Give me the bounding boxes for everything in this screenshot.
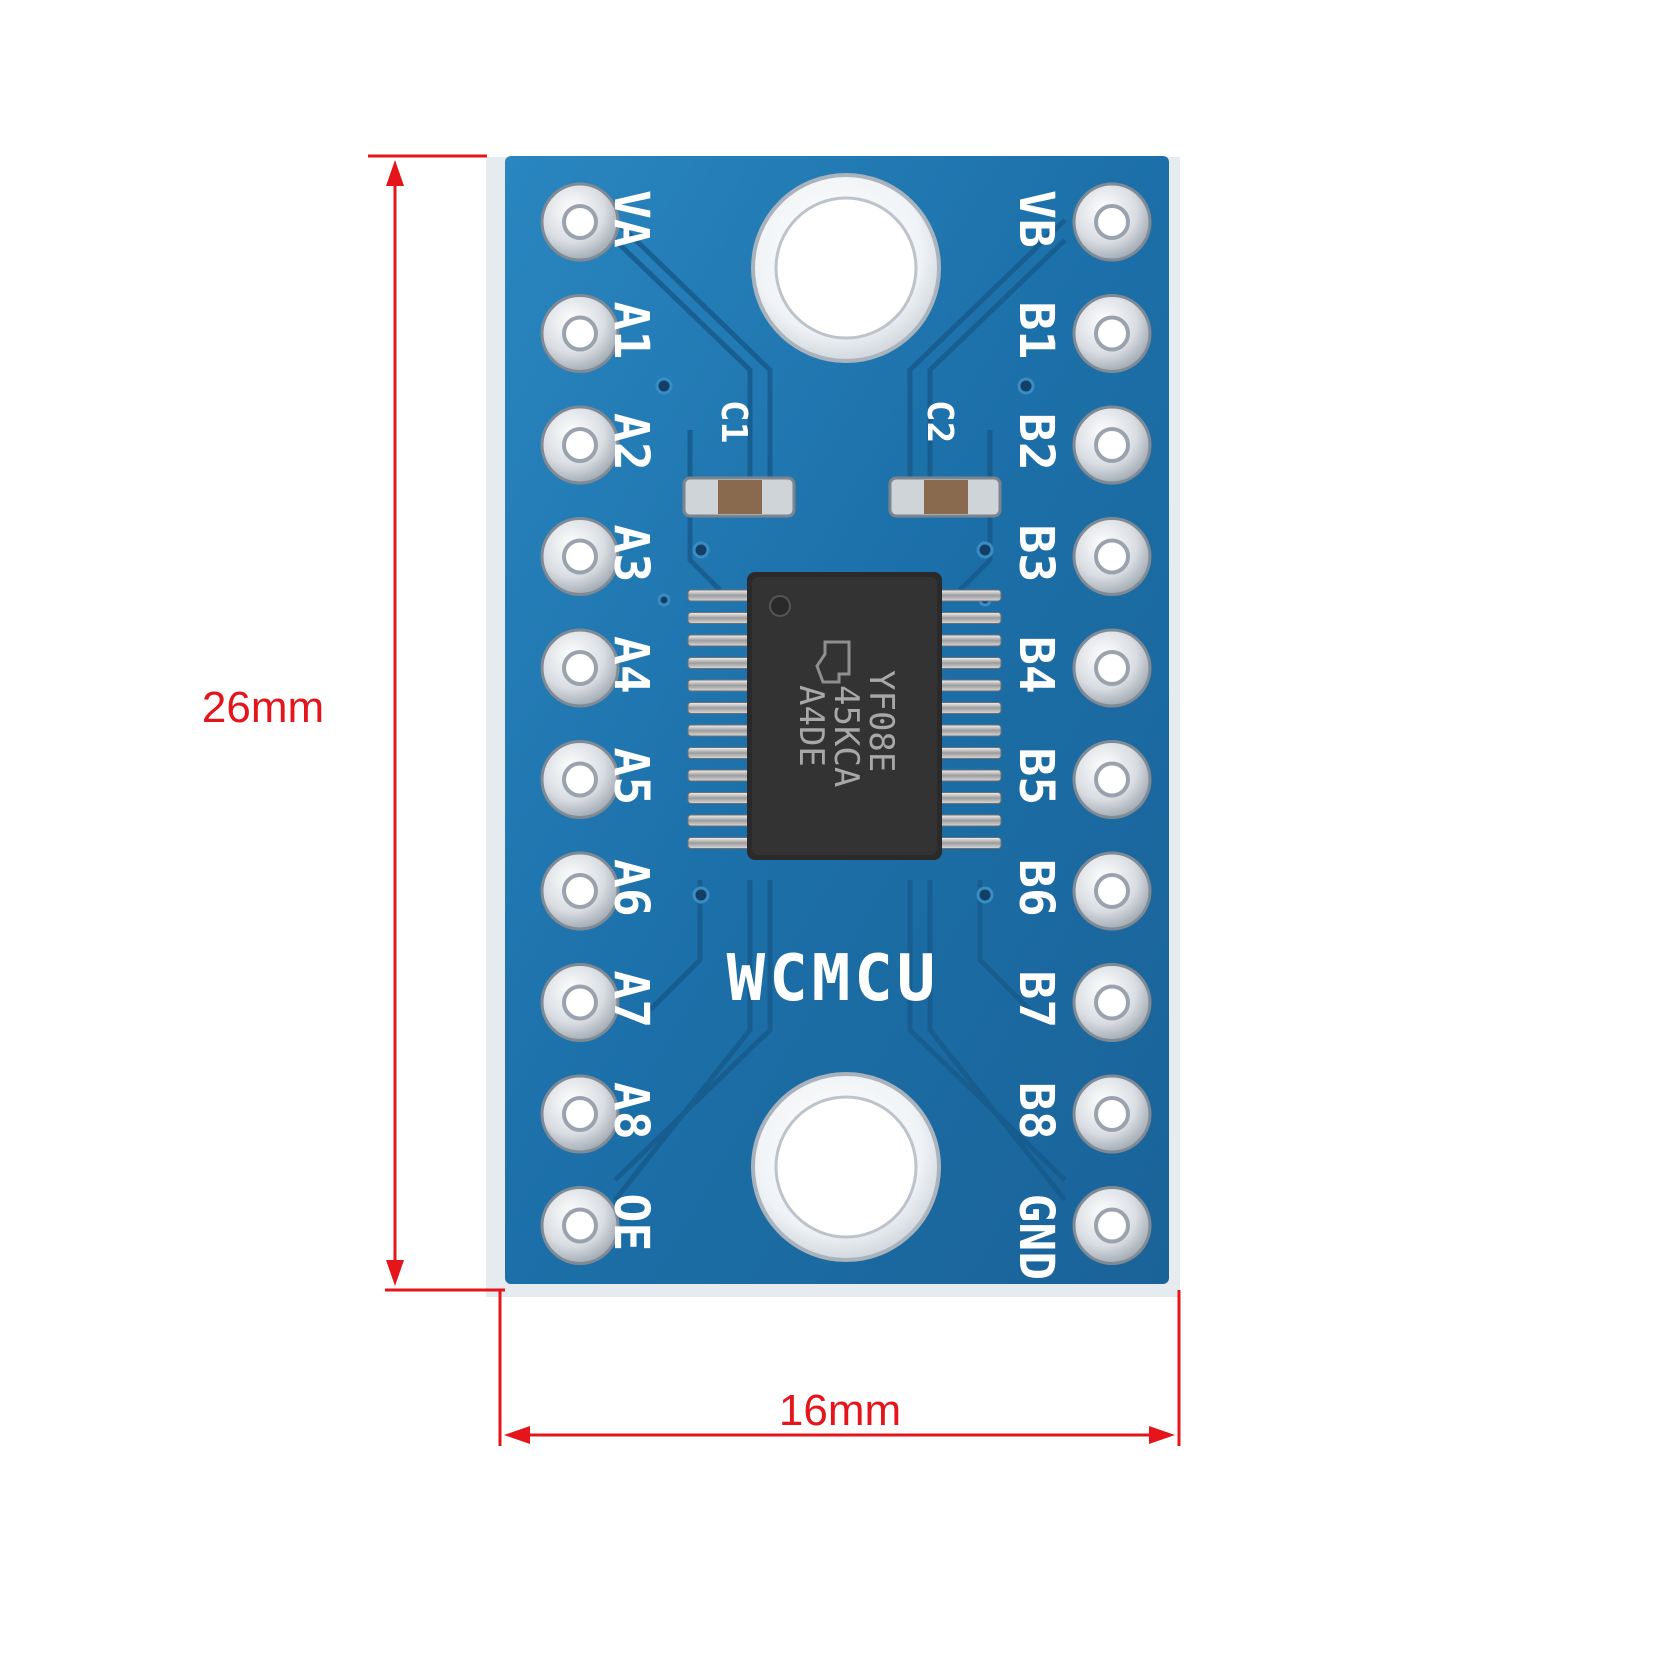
left-pad-a3 <box>540 517 620 596</box>
left-pad-a4 <box>540 628 620 708</box>
right-pin-label-b6: B6 <box>1008 859 1064 917</box>
arrow-right-icon <box>1149 1426 1175 1444</box>
right-pin-pads <box>1072 182 1152 1265</box>
chip-marking-line-1: YF08E <box>861 670 901 772</box>
arrow-up-icon <box>386 160 404 186</box>
right-pin-label-b7: B7 <box>1008 971 1064 1029</box>
right-pad-b5 <box>1072 740 1152 819</box>
left-pad-a1 <box>540 294 620 373</box>
arrow-left-icon <box>504 1426 530 1444</box>
right-pad-vb <box>1072 182 1152 262</box>
chip-leg-right <box>936 792 1002 804</box>
chip-leg-right <box>936 612 1002 624</box>
right-pad-gnd <box>1072 1186 1152 1265</box>
chip-leg-right <box>936 724 1002 737</box>
chip-leg-left <box>687 589 753 602</box>
left-pin-label-a7: A7 <box>603 971 659 1029</box>
right-pad-b8 <box>1072 1074 1152 1154</box>
right-pin-label-b4: B4 <box>1008 636 1064 694</box>
left-pin-label-oe: OE <box>603 1194 659 1252</box>
chip-leg-right <box>936 589 1002 602</box>
capacitor-c2 <box>888 476 1002 518</box>
left-pin-label-a1: A1 <box>603 302 659 360</box>
chip-leg-right <box>936 814 1002 827</box>
left-pin-label-a2: A2 <box>603 413 659 471</box>
left-pad-va <box>540 182 620 262</box>
height-label: 26mm <box>202 683 324 732</box>
left-pad-a5 <box>540 740 620 819</box>
chip-leg-left <box>687 792 753 804</box>
right-pin-label-b8: B8 <box>1008 1082 1064 1140</box>
right-pad-b3 <box>1072 517 1152 596</box>
right-pad-b7 <box>1072 963 1152 1042</box>
left-pad-a2 <box>540 405 620 485</box>
chip-pin1-marker <box>769 595 791 617</box>
chip-leg-right <box>936 702 1002 714</box>
left-pad-a8 <box>540 1074 620 1154</box>
mounting-hole-bottom <box>751 1072 941 1262</box>
right-pin-label-gnd: GND <box>1008 1194 1064 1281</box>
chip-leg-left <box>687 657 753 669</box>
left-pad-a6 <box>540 851 620 931</box>
chip-leg-left <box>687 612 753 624</box>
left-pin-label-a8: A8 <box>603 1082 659 1140</box>
chip-leg-left <box>687 634 753 647</box>
chip-leg-right <box>936 747 1002 759</box>
chip-leg-left <box>687 724 753 737</box>
right-pad-b2 <box>1072 405 1152 485</box>
capacitor-label-c2: C2 <box>919 400 960 443</box>
left-pad-a7 <box>540 963 620 1042</box>
height-dimension: 26mm <box>202 154 505 1292</box>
chip-leg-right <box>936 657 1002 669</box>
chip-leg-left <box>687 747 753 759</box>
chip-leg-right <box>936 679 1002 692</box>
brand-label: WCMCU <box>727 942 940 1016</box>
chip-leg-right <box>936 837 1002 849</box>
right-pin-label-b5: B5 <box>1008 748 1064 806</box>
mounting-hole-top <box>751 173 941 363</box>
chip-marking-line-3: A4DE <box>791 685 831 767</box>
capacitor-c1 <box>682 476 796 518</box>
arrow-down-icon <box>386 1260 404 1286</box>
right-pad-b1 <box>1072 294 1152 373</box>
right-pin-label-b1: B1 <box>1008 302 1064 360</box>
width-label: 16mm <box>779 1386 901 1435</box>
right-pin-label-vb: VB <box>1008 190 1064 248</box>
left-pin-label-a6: A6 <box>603 859 659 917</box>
right-pin-label-b3: B3 <box>1008 525 1064 583</box>
capacitor-label-c1: C1 <box>713 400 754 443</box>
chip-leg-left <box>687 679 753 692</box>
right-pin-label-b2: B2 <box>1008 413 1064 471</box>
width-dimension: 16mm <box>498 1290 1181 1446</box>
left-pin-label-a4: A4 <box>603 636 659 694</box>
chip-leg-left <box>687 814 753 827</box>
right-pad-b6 <box>1072 851 1152 931</box>
chip-pins <box>687 589 1002 849</box>
chip-leg-left <box>687 837 753 849</box>
left-pin-pads <box>540 182 620 1265</box>
left-pin-label-a5: A5 <box>603 748 659 806</box>
chip-leg-left <box>687 769 753 782</box>
ti-logo-icon <box>815 640 851 684</box>
pcb-traces <box>613 218 1067 1202</box>
chip-marking-line-2: 45KCA <box>826 685 866 787</box>
chip-leg-left <box>687 702 753 714</box>
chip-leg-right <box>936 634 1002 647</box>
right-pad-b4 <box>1072 628 1152 708</box>
ic-chip: YF08E 45KCA A4DE <box>747 572 942 860</box>
left-pin-label-a3: A3 <box>603 525 659 583</box>
left-pin-label-va: VA <box>603 190 659 248</box>
chip-leg-right <box>936 769 1002 782</box>
left-pad-oe <box>540 1186 620 1265</box>
